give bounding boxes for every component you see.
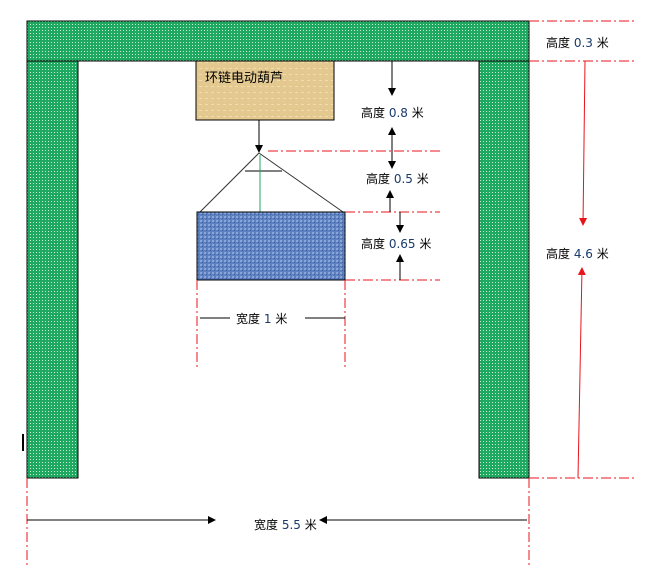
hoist-height-label: 高度 0.8 米 — [361, 104, 424, 121]
red-dimension-lines — [26, 20, 635, 566]
label-value: 5.5 — [281, 518, 301, 532]
label-value: 0.8 — [388, 106, 408, 120]
label-prefix: 高度 — [361, 237, 386, 251]
load-width-label: 宽度 1 米 — [236, 310, 288, 327]
label-unit: 米 — [596, 247, 609, 261]
red-arrows — [577, 60, 588, 479]
label-value: 0.3 — [573, 36, 593, 50]
label-unit: 米 — [419, 237, 432, 251]
label-value: 0.5 — [393, 172, 413, 186]
span-width-label: 宽度 5.5 米 — [254, 516, 317, 533]
gantry-frame — [26, 20, 530, 479]
label-prefix: 高度 — [546, 247, 571, 261]
label-unit: 米 — [416, 172, 429, 186]
black-arrows — [22, 61, 527, 524]
beam-height-label: 高度 0.3 米 — [546, 34, 609, 51]
label-prefix: 宽度 — [236, 312, 261, 326]
label-unit: 米 — [275, 312, 288, 326]
label-prefix: 高度 — [546, 36, 571, 50]
left-leg — [26, 60, 79, 479]
hoist-label: 环链电动葫芦 — [205, 71, 284, 86]
label-prefix: 宽度 — [254, 518, 279, 532]
label-value: 1 — [263, 312, 272, 326]
sling-height-label: 高度 0.5 米 — [366, 170, 429, 187]
load-box — [196, 211, 346, 281]
label-value: 4.6 — [573, 247, 593, 261]
load-height-label: 高度 0.65 米 — [361, 235, 432, 252]
label-prefix: 高度 — [366, 172, 391, 186]
label-unit: 米 — [304, 518, 317, 532]
label-prefix: 高度 — [361, 106, 386, 120]
top-beam — [26, 20, 530, 62]
sling — [199, 152, 344, 213]
hoist-box — [195, 60, 335, 121]
total-height-label: 高度 4.6 米 — [546, 245, 609, 262]
label-unit: 米 — [411, 106, 424, 120]
right-leg — [478, 60, 530, 479]
label-value: 0.65 — [388, 237, 416, 251]
label-unit: 米 — [596, 36, 609, 50]
